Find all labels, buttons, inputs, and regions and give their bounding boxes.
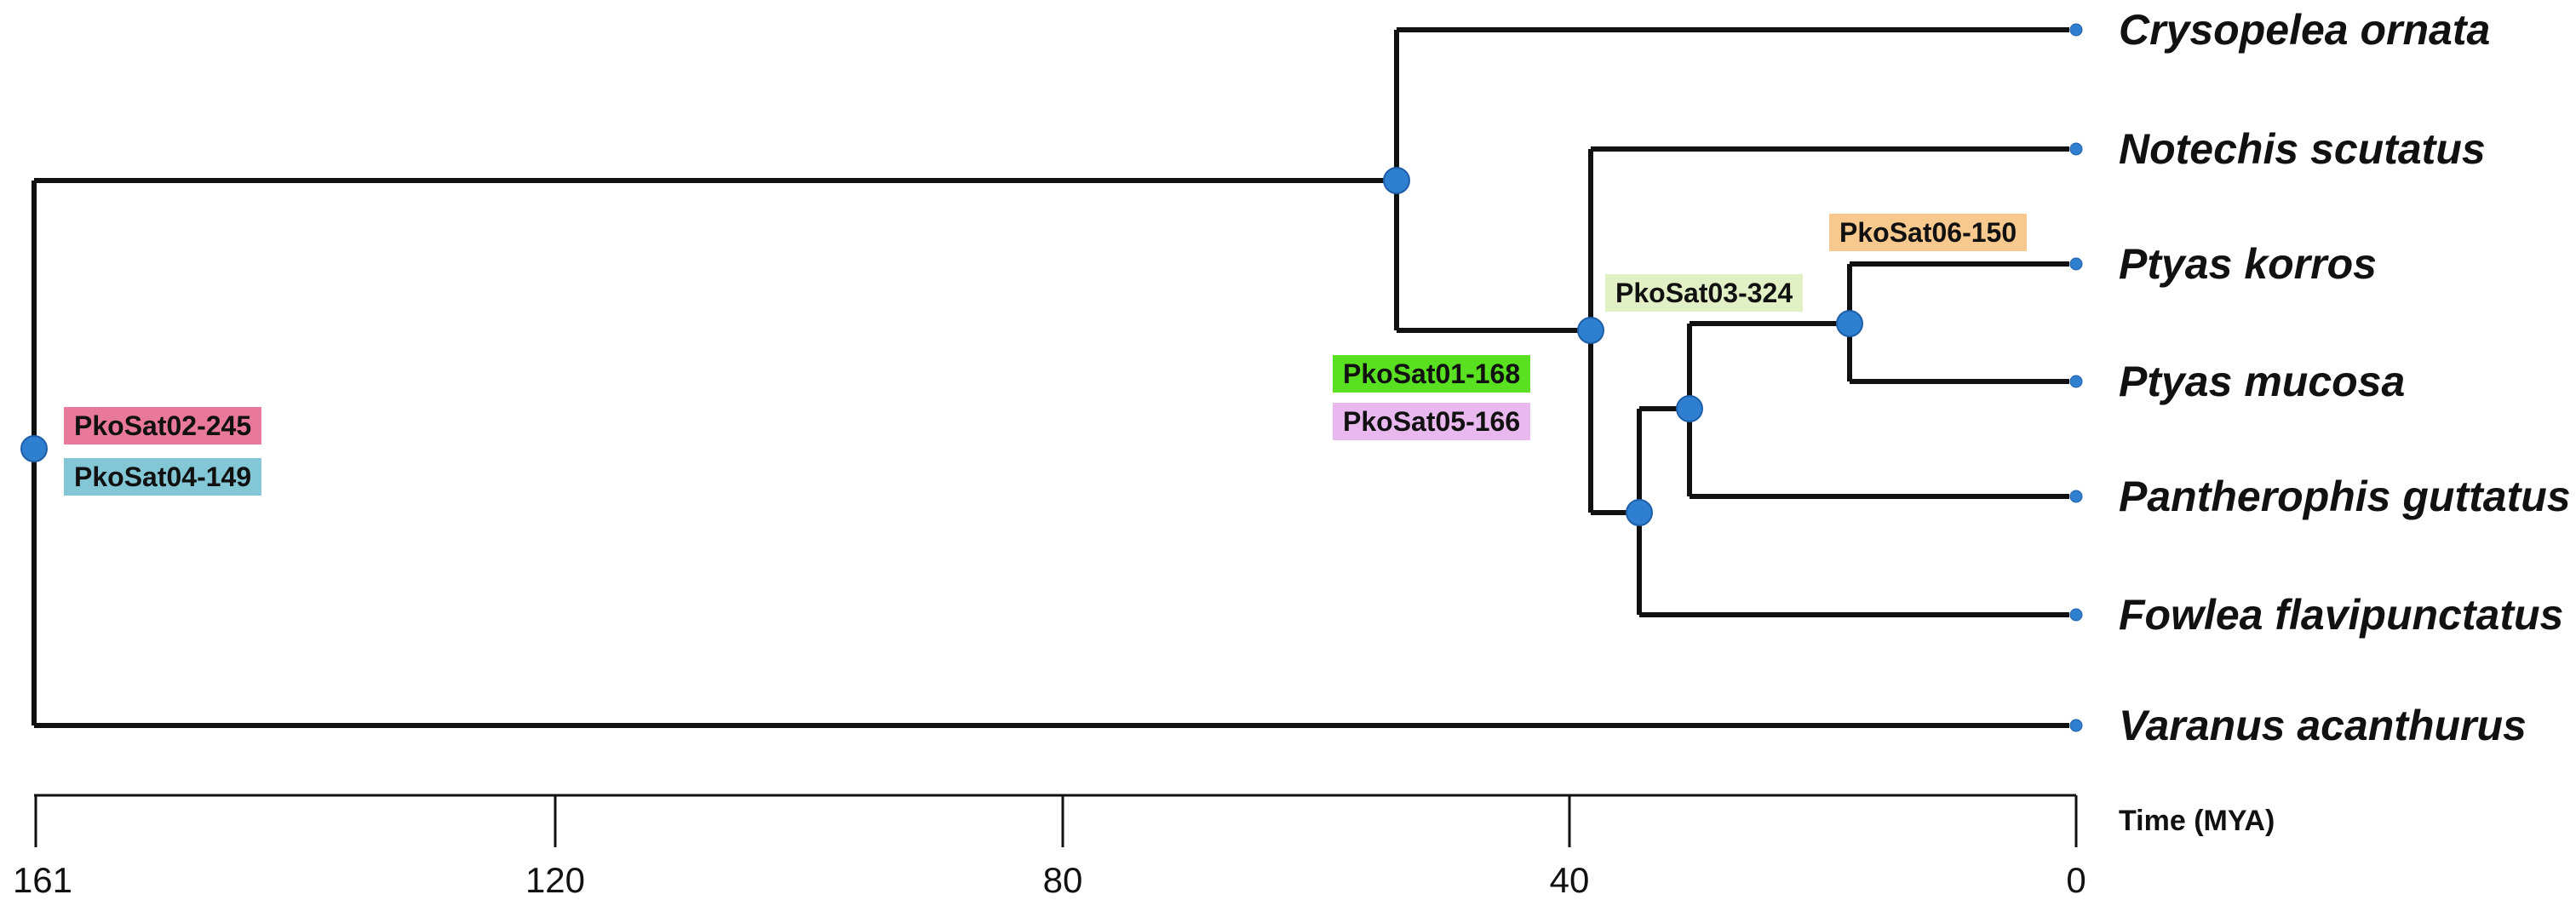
tip-dot [2069, 490, 2083, 503]
tree-branches [32, 27, 2069, 728]
tick-label-120: 120 [525, 860, 585, 900]
taxon-label-pantherophis: Pantherophis guttatus [2119, 473, 2571, 520]
tag-pkosat02: PkoSat02-245 [64, 407, 262, 444]
tip-dot [2069, 257, 2083, 271]
node-a [1383, 167, 1410, 194]
tag-pkosat03: PkoSat03-324 [1605, 274, 1804, 312]
taxon-label-crysopelea: Crysopelea ornata [2119, 6, 2490, 54]
taxon-label-fowlea: Fowlea flavipunctatus [2119, 591, 2563, 639]
tick-label-0: 0 [2066, 860, 2085, 900]
tag-pkosat01: PkoSat01-168 [1333, 355, 1531, 393]
tick-label-40: 40 [1550, 860, 1590, 900]
internal-nodes [20, 167, 1863, 526]
tip-dot [2069, 23, 2083, 37]
tick-label-80: 80 [1043, 860, 1083, 900]
node-root [20, 435, 48, 462]
tag-pkosat04: PkoSat04-149 [64, 458, 262, 496]
tag-pkosat05: PkoSat05-166 [1333, 403, 1531, 440]
taxon-label-varanus: Varanus acanthurus [2119, 702, 2527, 749]
time-axis: 161 120 80 40 0 Time (MYA) [13, 794, 2275, 900]
tip-dot [2069, 608, 2083, 622]
tick-label-161: 161 [13, 860, 72, 900]
tip-dot [2069, 142, 2083, 156]
tip-dots [2069, 23, 2083, 732]
node-b [1577, 317, 1604, 344]
taxon-labels: Crysopelea ornata Notechis scutatus Ptya… [2119, 6, 2571, 749]
tag-pkosat06: PkoSat06-150 [1829, 214, 2028, 251]
node-e [1836, 310, 1863, 337]
taxon-label-ptyas-mucosa: Ptyas mucosa [2119, 358, 2405, 405]
node-d [1676, 395, 1703, 422]
taxon-label-ptyas-korros: Ptyas korros [2119, 240, 2377, 288]
axis-title: Time (MYA) [2119, 805, 2275, 837]
tip-dot [2069, 719, 2083, 732]
node-c [1626, 499, 1653, 526]
taxon-label-notechis: Notechis scutatus [2119, 125, 2486, 173]
tip-dot [2069, 375, 2083, 388]
